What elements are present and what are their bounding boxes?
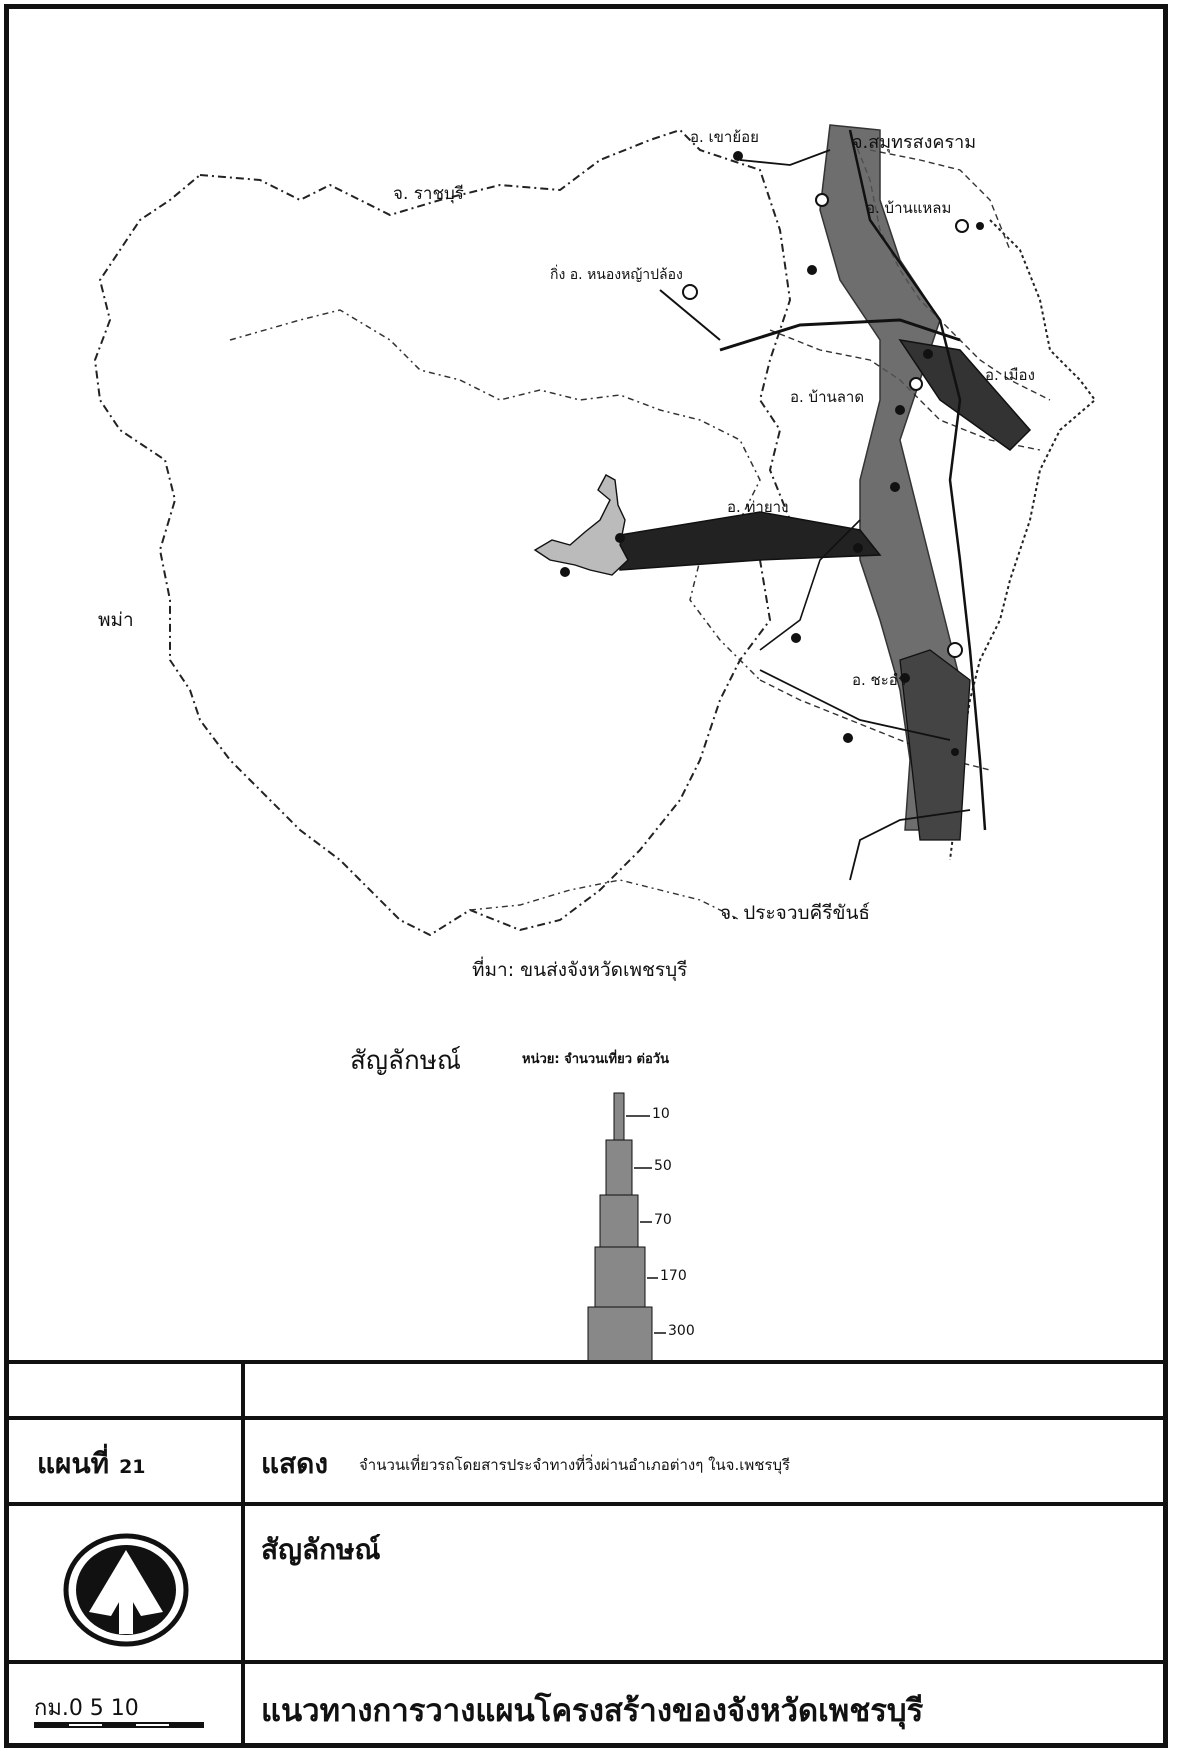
legend-level-50: 50 — [654, 1158, 672, 1174]
route-band-west — [619, 511, 882, 571]
legend-stack — [587, 1092, 666, 1363]
legend-unit: หน่วย: จำนวนเที่ยว ต่อวัน — [522, 1052, 669, 1067]
legend-level-300: 300 — [668, 1323, 695, 1339]
district-marker — [682, 284, 698, 300]
legend-bar-300 — [587, 1306, 653, 1363]
divider — [9, 1502, 1163, 1506]
label-tha-yang: อ. ท่ายาง — [727, 498, 789, 516]
label-samut-songkhram: จ.สมุทรสงคราม — [852, 132, 977, 153]
label-nong-ya-plong: กิ่ง อ. หนองหญ้าปล้อง — [550, 267, 683, 283]
district-marker — [923, 349, 933, 359]
district-marker — [947, 642, 963, 658]
road-line — [659, 289, 721, 341]
district-marker — [853, 543, 863, 553]
district-marker — [909, 377, 923, 391]
road-line — [719, 318, 961, 352]
legend-bar-10 — [613, 1092, 625, 1142]
plan-title: แนวทางการวางแผนโครงสร้างของจังหวัดเพชรบุ… — [261, 1693, 924, 1729]
road-line — [759, 669, 951, 741]
district-marker — [615, 533, 625, 543]
north-arrow-icon — [61, 1532, 191, 1652]
legend-label: สัญลักษณ์ — [261, 1533, 381, 1566]
district-marker — [955, 219, 969, 233]
label-mueang: อ. เมือง — [985, 366, 1035, 384]
road-line — [849, 809, 971, 881]
province-boundary — [93, 128, 792, 937]
coastline — [949, 219, 1097, 861]
reservoir-shape — [533, 474, 629, 576]
road-line — [848, 129, 987, 831]
legend-level-70: 70 — [654, 1212, 672, 1228]
district-marker — [791, 633, 801, 643]
legend-bar-170 — [594, 1246, 646, 1308]
legend-level-170: 170 — [660, 1268, 687, 1284]
label-khao-yoi: อ. เขาย้อย — [690, 128, 759, 146]
map-frame — [4, 4, 1168, 1748]
label-ban-laem: อ. บ้านแหลม — [866, 199, 952, 217]
district-marker — [733, 151, 743, 161]
legend-bar-50 — [605, 1139, 633, 1196]
district-marker — [951, 748, 959, 756]
divider — [241, 1360, 245, 1743]
district-marker — [807, 265, 817, 275]
divider — [9, 1360, 1163, 1364]
map-number: 21 — [119, 1456, 146, 1478]
district-marker — [843, 733, 853, 743]
district-boundary-bottom — [469, 879, 741, 921]
scale-text: กม.0 5 10 — [34, 1696, 139, 1721]
road-line — [759, 519, 861, 651]
label-cha-am: อ. ชะอำ — [852, 671, 907, 689]
label-prachuap: จ. ประจวบคีรีขันธ์ — [720, 902, 871, 924]
map-label: แผนที่ — [37, 1447, 110, 1480]
label-burma: พม่า — [98, 609, 134, 631]
district-marker — [976, 222, 984, 230]
district-marker — [900, 673, 910, 683]
district-marker — [560, 567, 570, 577]
district-boundary-west — [229, 309, 761, 681]
map-number-cell: แผนที่ 21 — [37, 1442, 146, 1486]
road-line — [739, 149, 831, 166]
label-ban-lat: อ. บ้านลาด — [790, 388, 865, 406]
divider — [9, 1660, 1163, 1664]
show-label: แสดง — [261, 1447, 328, 1480]
map-description: จำนวนเที่ยวรถโดยสารประจำทางที่วิ่งผ่านอำ… — [359, 1456, 791, 1474]
route-band-east — [898, 338, 1032, 451]
district-marker — [815, 193, 829, 207]
district-marker — [895, 405, 905, 415]
legend-level-10: 10 — [652, 1106, 670, 1122]
map-source: ที่มา: ขนส่งจังหวัดเพชรบุรี — [472, 959, 688, 981]
legend-title: สัญลักษณ์ — [350, 1046, 461, 1076]
label-ratchaburi: จ. ราชบุรี — [393, 184, 464, 204]
divider — [9, 1416, 1163, 1420]
route-band-bottom — [899, 649, 971, 841]
district-marker — [890, 482, 900, 492]
district-boundary-north — [869, 149, 1011, 251]
district-markers — [560, 151, 984, 756]
title-block: แผนที่ 21 แสดง จำนวนเที่ยวรถโดยสารประจำทา… — [9, 1360, 1163, 1743]
scale-bar — [34, 1722, 204, 1728]
legend-bar-70 — [599, 1194, 639, 1248]
